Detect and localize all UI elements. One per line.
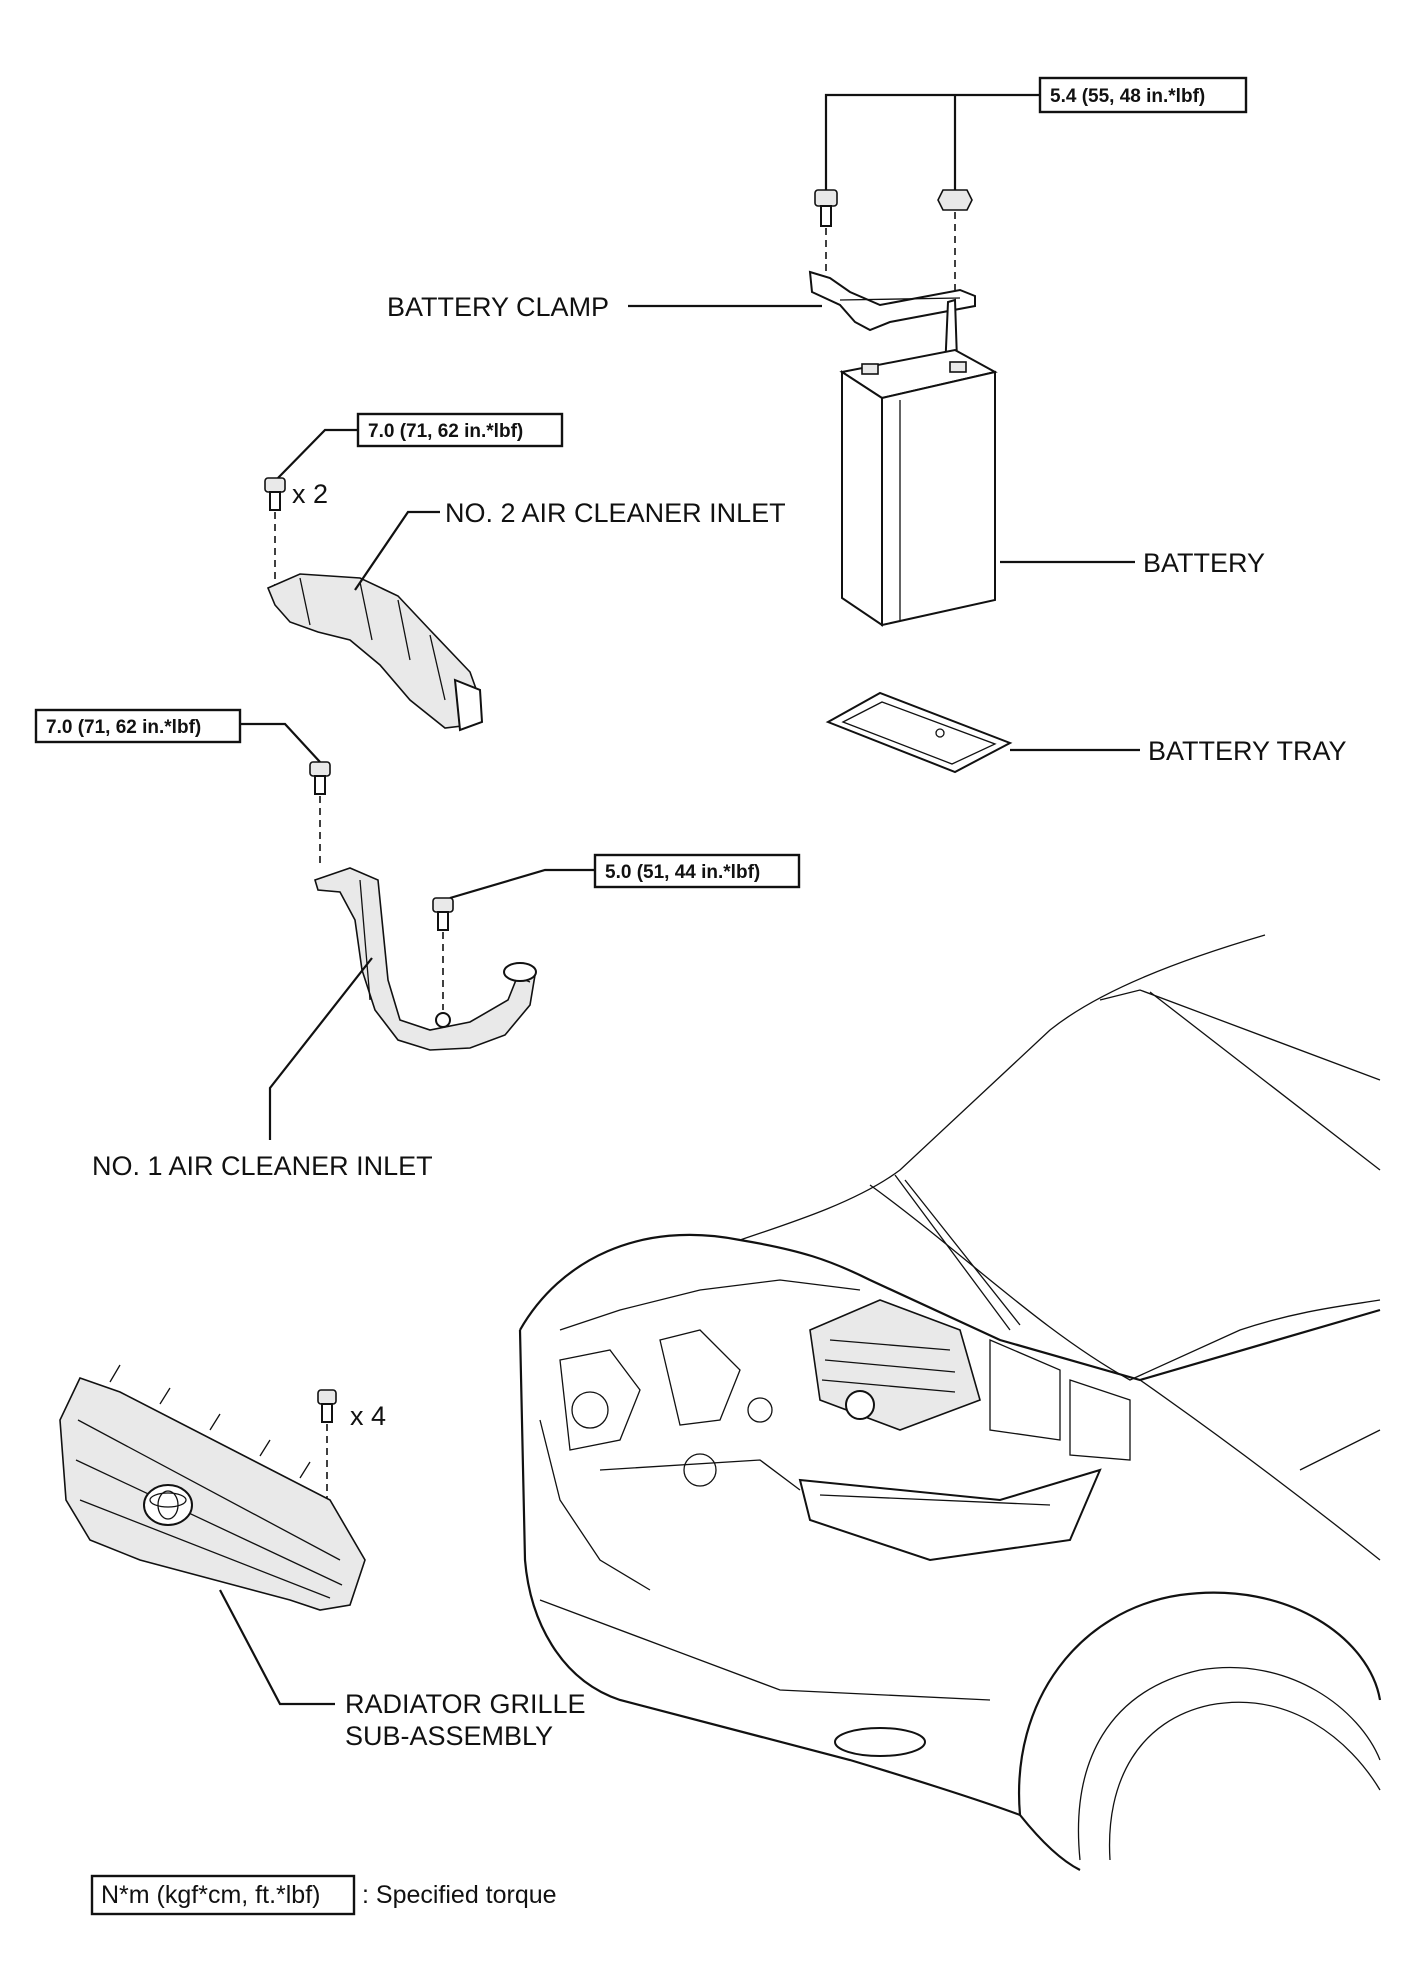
legend-torque-box (90, 1874, 356, 1916)
radiator-grille-icon (59, 1364, 366, 1611)
torque-battery-clamp: 5.4 (55, 48 in.*lbf) (1050, 86, 1205, 107)
no1-air-cleaner-inlet-group: 7.0 (71, 62 in.*lbf) 5.0 (51, 44 in.*lbf… (34, 708, 801, 1181)
torque-box-no2-inlet (356, 412, 564, 448)
qty-grille-clips: x 4 (350, 1401, 386, 1431)
torque-box-no1-inlet-top (34, 708, 242, 744)
bolt-icon (814, 189, 838, 227)
battery-tray-icon (825, 691, 1013, 774)
legend: N*m (kgf*cm, ft.*lbf) : Specified torque (90, 1874, 557, 1916)
no1-air-cleaner-inlet-icon (314, 867, 537, 1051)
bolt-icon (432, 897, 454, 931)
bolt-icon (309, 761, 331, 795)
clip-icon (317, 1389, 337, 1423)
label-battery: BATTERY (1143, 548, 1265, 578)
battery-tray-group: BATTERY TRAY (825, 691, 1347, 774)
label-no2-air-cleaner-inlet: NO. 2 AIR CLEANER INLET (445, 498, 786, 528)
label-no1-air-cleaner-inlet: NO. 1 AIR CLEANER INLET (92, 1151, 433, 1181)
legend-unit: N*m (kgf*cm, ft.*lbf) (101, 1881, 320, 1909)
battery-clamp-group: 5.4 (55, 48 in.*lbf) BATTERY CLAMP (387, 76, 1248, 400)
torque-no1-inlet-top: 7.0 (71, 62 in.*lbf) (46, 717, 201, 738)
bolt-icon (264, 477, 286, 511)
label-radiator-grille-line1: RADIATOR GRILLE (345, 1689, 586, 1719)
battery-group: BATTERY (839, 348, 1265, 627)
legend-text: : Specified torque (362, 1881, 557, 1909)
label-battery-tray: BATTERY TRAY (1148, 736, 1347, 766)
no2-air-cleaner-inlet-group: 7.0 (71, 62 in.*lbf) x 2 NO. 2 AIR CLEAN… (264, 412, 786, 732)
label-radiator-grille-line2: SUB-ASSEMBLY (345, 1721, 553, 1751)
qty-no2-inlet-bolts: x 2 (292, 479, 328, 509)
no2-air-cleaner-inlet-icon (266, 573, 484, 732)
vehicle-front-illustration (518, 934, 1382, 1871)
radiator-grille-group: x 4 RADIATOR GRILLE SUB-ASSEMBLY (59, 1364, 586, 1751)
torque-no1-inlet-side: 5.0 (51, 44 in.*lbf) (605, 862, 760, 883)
nut-icon (937, 189, 973, 211)
torque-no2-inlet: 7.0 (71, 62 in.*lbf) (368, 421, 523, 442)
battery-icon (839, 348, 998, 627)
label-battery-clamp: BATTERY CLAMP (387, 292, 609, 322)
torque-box-no1-inlet-side (593, 853, 801, 889)
engine-bay (539, 1279, 1131, 1591)
